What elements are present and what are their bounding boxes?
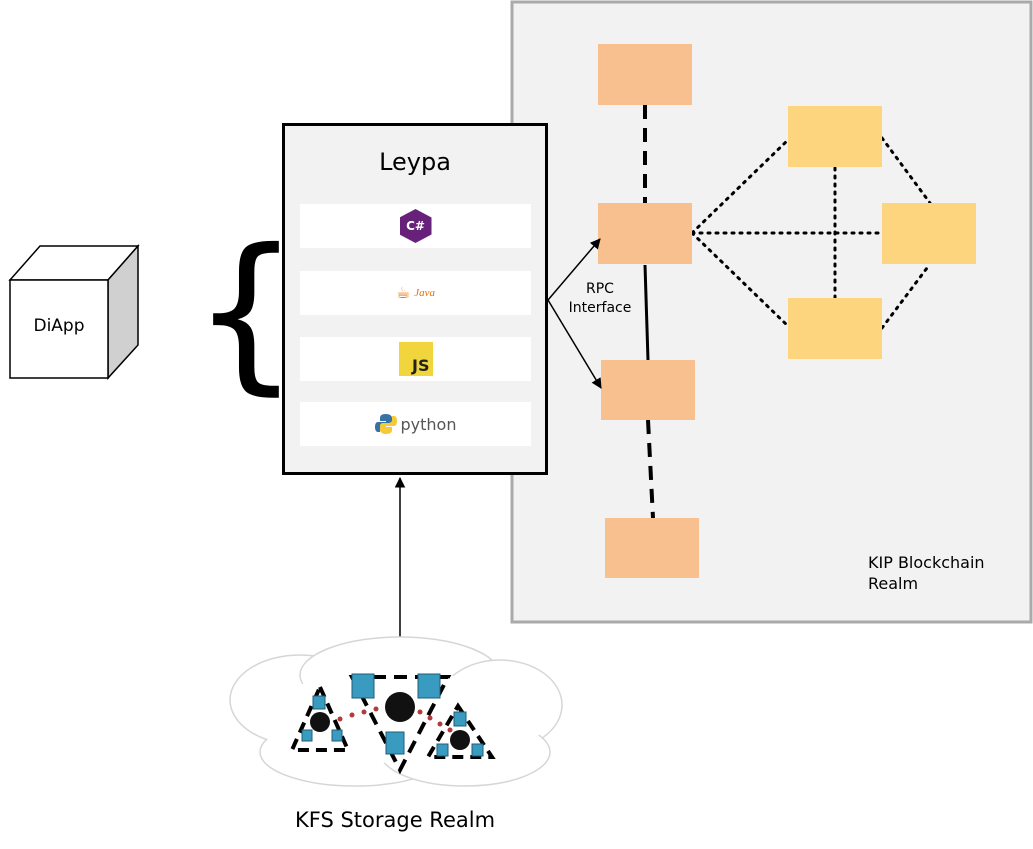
csharp-label: C# (406, 219, 425, 233)
validator-node (882, 203, 976, 264)
kip-label-line2: Realm (868, 574, 919, 593)
javascript-label: JS (412, 356, 430, 375)
storage-cluster-right (424, 702, 496, 759)
sdk-row-javascript: JS (300, 337, 531, 381)
python-label: python (400, 414, 457, 434)
csharp-icon: C# (399, 209, 432, 243)
leypa-box: Leypa C# ☕ Java JS python (282, 123, 548, 475)
diapp-label: DiApp (33, 316, 85, 336)
validator-node (788, 106, 882, 167)
kip-label-line1: KIP Blockchain (868, 553, 985, 572)
chain-node (605, 518, 699, 578)
sdk-row-csharp: C# (300, 204, 531, 248)
sdk-row-python: python (300, 402, 531, 446)
storage-cluster-center (348, 673, 452, 775)
rpc-label-line2: Interface (568, 300, 632, 316)
kfs-realm-label: KFS Storage Realm (294, 808, 496, 832)
python-icon (374, 414, 397, 434)
chain-link-dashed (646, 419, 655, 519)
rpc-label-line1: RPC (586, 281, 614, 297)
diapp-cube (8, 244, 140, 380)
chain-node (598, 44, 692, 105)
validator-node (788, 298, 882, 359)
sdk-row-java: ☕ Java (300, 271, 531, 315)
rpc-arrow-up (547, 238, 601, 301)
storage-links (337, 706, 453, 733)
rpc-arrow-down (547, 299, 602, 389)
storage-cluster-left (288, 682, 352, 752)
javascript-icon: JS (398, 342, 433, 376)
java-label: Java (414, 287, 436, 299)
validator-connections (690, 136, 932, 330)
leypa-title: Leypa (379, 148, 451, 176)
kip-realm-label: KIP Blockchain Realm (868, 552, 985, 594)
chain-node (601, 360, 695, 420)
java-icon: ☕ (395, 283, 411, 302)
chain-node (598, 203, 692, 264)
chain-link-solid (643, 264, 650, 361)
rpc-interface-label: RPC Interface (556, 280, 644, 318)
